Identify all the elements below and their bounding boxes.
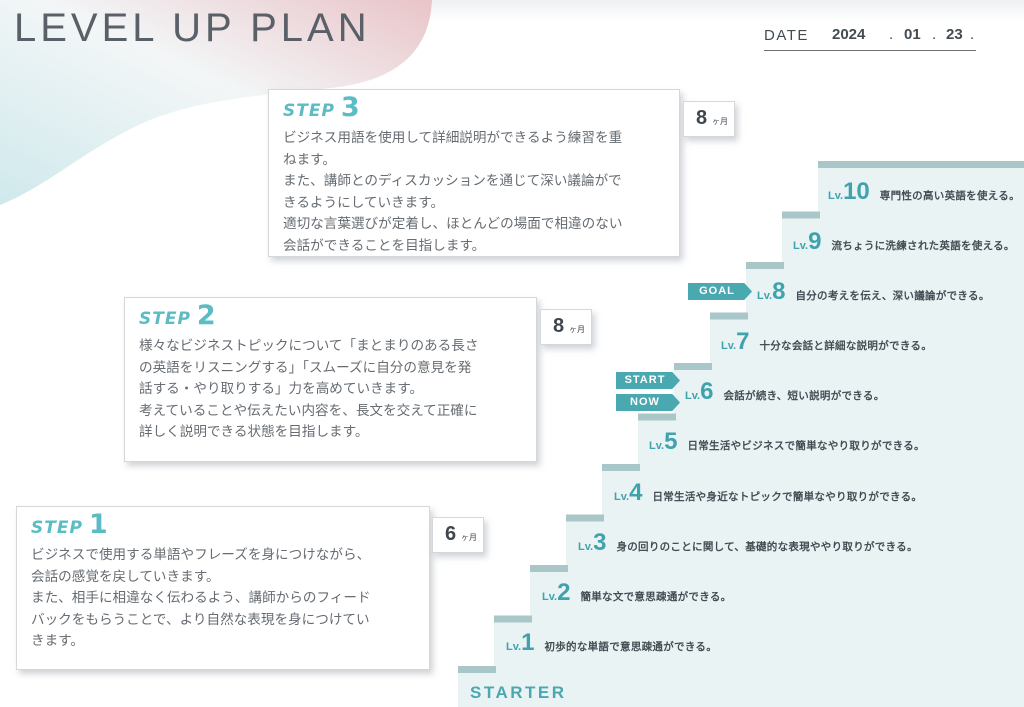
stair-tread xyxy=(746,262,784,269)
stair-face xyxy=(458,161,1024,707)
stair-tread xyxy=(638,413,676,421)
date-separator: . xyxy=(932,26,937,43)
step-2-description: 様々なビジネストピックについて「まとまりのある長さ の英語をリスニングする」「ス… xyxy=(139,338,479,440)
stair-tread xyxy=(566,514,604,522)
starter-label: STARTER xyxy=(470,683,567,702)
stair-tread xyxy=(818,161,1024,168)
step-3-description: ビジネス用語を使用して詳細説明ができるよう練習を重 ねます。 また、講師とのディ… xyxy=(283,130,623,254)
stair-tread xyxy=(602,464,640,471)
date-year: 2024 xyxy=(832,26,866,43)
start-tag: START xyxy=(616,372,680,389)
step-1-description: ビジネスで使用する単語やフレーズを身につけながら、 会話の感覚を戻していきます。… xyxy=(31,547,371,649)
page-title: LEVEL UP PLAN xyxy=(14,6,371,50)
date-separator: . xyxy=(889,26,894,43)
date-label: DATE xyxy=(764,27,809,44)
stair-tread xyxy=(530,565,568,572)
date-month: 01 xyxy=(904,26,921,43)
now-tag: NOW xyxy=(616,394,680,411)
date-field: DATE 2024 . 01 . 23 . xyxy=(764,20,976,51)
date-separator: . xyxy=(970,26,975,43)
stair-tread xyxy=(674,363,712,370)
stair-tread xyxy=(494,615,532,623)
goal-tag: GOAL xyxy=(688,283,752,300)
stair-tread xyxy=(782,211,820,219)
stair-tread xyxy=(458,666,496,673)
date-day: 23 xyxy=(946,26,963,43)
stair-tread xyxy=(710,312,748,320)
